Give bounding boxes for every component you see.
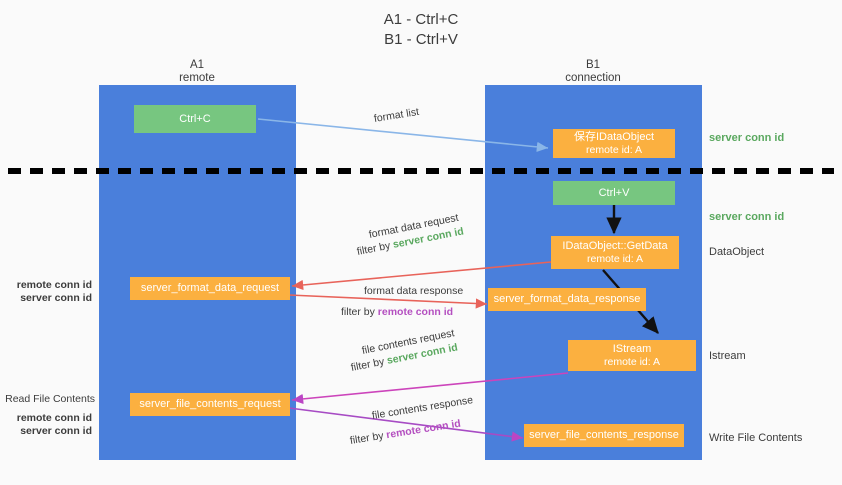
node-ctrl-v-label: Ctrl+V (598, 186, 630, 199)
node-save-idataobject-remote-id: remote id: A (585, 143, 643, 156)
column-header-b1-sub: connection (565, 72, 621, 84)
edge-label-format-list: format list (373, 105, 420, 125)
node-idataobject-getdata[interactable]: IDataObject::GetData remote id: A (551, 236, 679, 269)
filter-prefix: filter by (349, 355, 389, 374)
gutter-label-mid-server-conn-id: server conn id (20, 292, 92, 304)
side-label-server-conn-id-top: server conn id (709, 132, 785, 144)
filter-prefix: filter by (349, 429, 388, 447)
node-save-idataobject[interactable]: 保存IDataObject remote id: A (553, 129, 675, 158)
node-server-file-contents-response-label: server_file_contents_response (529, 429, 679, 441)
column-header-b1: B1 connection (513, 59, 673, 85)
column-header-b1-name: B1 (585, 59, 601, 71)
side-label-server-conn-id-second: server conn id (709, 211, 785, 223)
node-istream-title: IStream (612, 342, 652, 355)
side-label-dataobject: DataObject (709, 246, 765, 258)
node-server-file-contents-request-label: server_file_contents_request (139, 398, 281, 410)
node-ctrl-v[interactable]: Ctrl+V (553, 181, 675, 205)
filter-conn-id: remote conn id (385, 417, 462, 442)
page-title: A1 - Ctrl+C B1 - Ctrl+V (0, 10, 842, 50)
node-server-format-data-request[interactable]: server_format_data_request (130, 277, 290, 300)
filter-prefix: filter by (355, 239, 395, 258)
column-header-a1-name: A1 (189, 59, 205, 71)
node-istream-remote-id: remote id: A (603, 355, 661, 368)
column-header-a1-sub: remote (179, 72, 215, 84)
node-istream[interactable]: IStream remote id: A (568, 340, 696, 371)
node-server-format-data-response[interactable]: server_format_data_response (488, 288, 646, 311)
gutter-label-low-remote-conn-id: remote conn id (16, 412, 92, 424)
node-save-idataobject-title: 保存IDataObject (573, 130, 655, 143)
title-line-1: A1 - Ctrl+C (383, 11, 459, 28)
edge-label-file-contents-response-filter: filter by remote conn id (349, 418, 462, 447)
node-server-format-data-response-label: server_format_data_response (493, 293, 641, 305)
node-ctrl-c-label: Ctrl+C (179, 112, 211, 125)
node-idataobject-getdata-title: IDataObject::GetData (562, 239, 668, 252)
node-server-format-data-request-label: server_format_data_request (140, 282, 280, 294)
gutter-label-mid-remote-conn-id: remote conn id (16, 279, 92, 291)
node-server-file-contents-response[interactable]: server_file_contents_response (524, 424, 684, 447)
edge-label-format-data-response: format data response (364, 285, 464, 297)
node-idataobject-getdata-remote-id: remote id: A (586, 252, 644, 265)
side-label-write-file-contents: Write File Contents (709, 432, 803, 444)
title-line-2: B1 - Ctrl+V (384, 31, 458, 48)
filter-conn-id: remote conn id (377, 306, 454, 318)
gutter-label-read-file-contents: Read File Contents (5, 393, 95, 405)
column-header-a1: A1 remote (117, 59, 277, 85)
filter-prefix: filter by (341, 306, 378, 318)
side-label-istream: Istream (709, 350, 746, 362)
node-ctrl-c[interactable]: Ctrl+C (134, 105, 256, 133)
node-server-file-contents-request[interactable]: server_file_contents_request (130, 393, 290, 416)
gutter-label-low-server-conn-id: server conn id (20, 425, 92, 437)
edge-label-format-data-response-filter: filter by remote conn id (341, 306, 453, 318)
